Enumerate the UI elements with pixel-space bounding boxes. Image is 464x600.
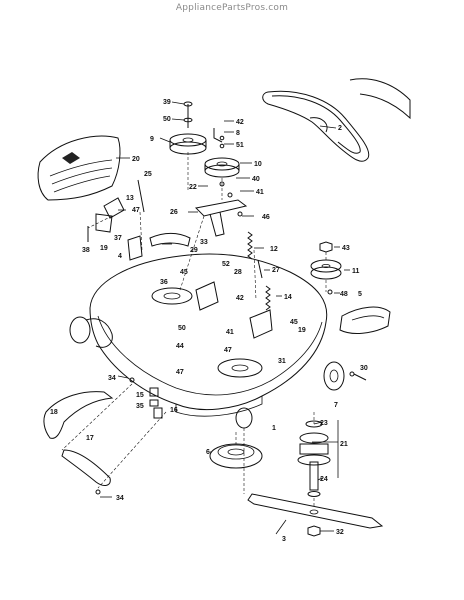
part-callout-6: 6 [206,449,210,456]
bolt-34-top [129,377,135,383]
bolt-34-bottom [95,489,101,495]
bolt-25 [137,179,145,213]
watermark: AppliancePartsPros.com [175,3,289,13]
bearing-6 [209,443,263,469]
idler-bracket [194,199,248,237]
mower-blade [247,493,384,529]
spring-12 [247,231,253,260]
part-callout-44: 44 [176,343,184,350]
part-callout-3: 3 [282,536,286,543]
part-callout-12: 12 [270,246,278,253]
pulley-11 [310,259,342,280]
part-callout-41: 41 [256,189,264,196]
part-callout-29: 29 [190,247,198,254]
part-callout-4: 4 [118,253,122,260]
nut-43 [319,241,333,253]
part-callout-22: 22 [189,184,197,191]
part-callout-32: 32 [336,529,344,536]
part-callout-37: 37 [114,235,122,242]
height-adjust-parts [149,387,163,419]
part-callout-34: 34 [108,375,116,382]
bolt-39 [183,101,193,128]
part-callout-43: 43 [342,245,350,252]
part-callout-28: 28 [234,269,242,276]
part-callout-19: 19 [100,245,108,252]
blade-guard-18 [43,391,114,439]
blade-nut-32 [307,525,321,537]
deck-spindle-center [217,358,263,378]
part-callout-18: 18 [50,409,58,416]
part-callout-36: 36 [160,279,168,286]
part-callout-50: 50 [178,325,186,332]
part-callout-8: 8 [236,130,240,137]
part-callout-24: 24 [320,476,328,483]
part-callout-40: 40 [252,176,260,183]
bracket-13 [95,197,125,233]
part-callout-21: 21 [340,441,348,448]
part-callout-31: 31 [278,358,286,365]
part-callout-5: 5 [358,291,362,298]
deck-wheel-left [69,316,113,348]
lever-29 [149,233,191,247]
part-callout-19: 19 [298,327,306,334]
part-callout-20: 20 [132,156,140,163]
baffle-17 [61,449,111,486]
part-callout-27: 27 [272,267,280,274]
pulley-9 [169,133,207,155]
tractor-body-corner [349,78,411,120]
part-callout-48: 48 [340,291,348,298]
part-callout-13: 13 [126,195,134,202]
part-callout-47: 47 [132,207,140,214]
part-callout-35: 35 [136,403,144,410]
part-callout-14: 14 [284,294,292,301]
part-callout-33: 33 [200,239,208,246]
part-callout-52: 52 [222,261,230,268]
leader-lines [100,101,350,535]
part-callout-23: 23 [320,420,328,427]
part-callout-11: 11 [352,268,360,275]
part-callout-17: 17 [86,435,94,442]
part-callout-16: 16 [170,407,178,414]
rod-27 [257,259,263,279]
belt-guard [37,135,121,201]
spring-14 [265,285,271,311]
part-callout-41: 41 [226,329,234,336]
deck-spindle-left [151,287,193,305]
part-callout-39: 39 [163,99,171,106]
part-callout-45: 45 [290,319,298,326]
spindle-assembly [297,420,331,497]
part-callout-10: 10 [254,161,262,168]
part-callout-51: 51 [236,142,244,149]
drive-belt [262,90,370,162]
part-callout-46: 46 [262,214,270,221]
part-callout-47: 47 [176,369,184,376]
part-callout-9: 9 [150,136,154,143]
part-callout-38: 38 [82,247,90,254]
part-callout-50: 50 [163,116,171,123]
discharge-deflector [339,306,391,334]
part-callout-1: 1 [272,425,276,432]
deck-brackets [127,235,273,339]
part-callout-42: 42 [236,119,244,126]
bolt-30 [349,371,367,381]
part-callout-25: 25 [144,171,152,178]
part-callout-45: 45 [180,269,188,276]
pulley-10 [204,157,240,178]
part-callout-42: 42 [236,295,244,302]
part-callout-30: 30 [360,365,368,372]
deck-wheel-7 [323,361,345,391]
part-callout-26: 26 [170,209,178,216]
part-callout-15: 15 [136,392,144,399]
part-callout-34: 34 [116,495,124,502]
assembly-lines [61,152,327,506]
part-callout-7: 7 [334,402,338,409]
mower-deck [89,253,328,417]
part-callout-47: 47 [224,347,232,354]
part-callout-2: 2 [338,125,342,132]
bolt-8 [213,128,233,198]
bolt-48 [327,289,333,295]
